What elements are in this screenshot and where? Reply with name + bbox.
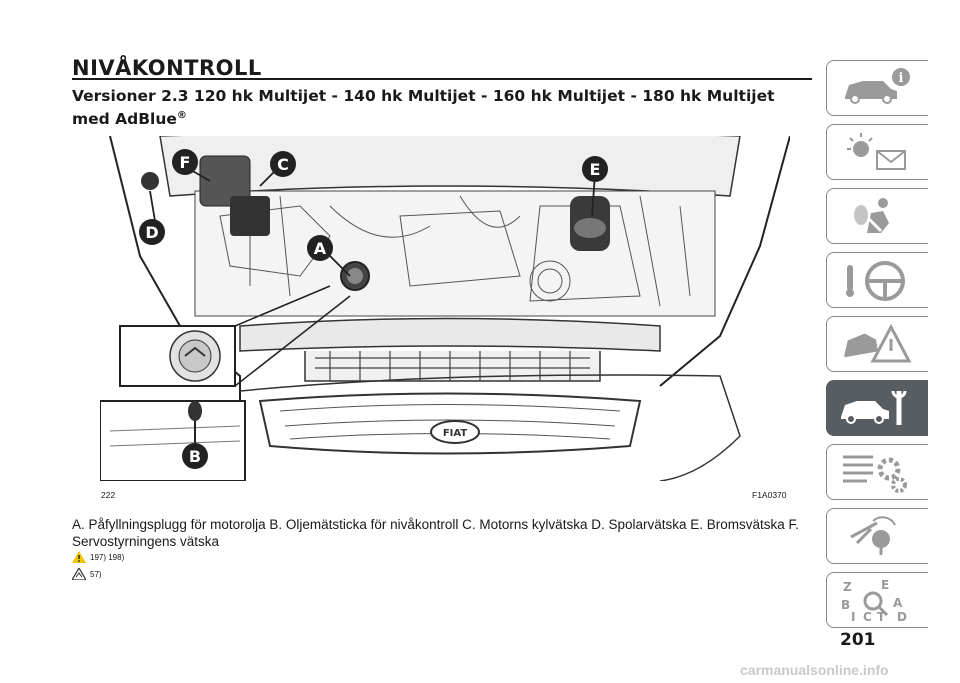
- tab-emergency[interactable]: [826, 316, 928, 372]
- warning-references-text: 197) 198): [90, 552, 125, 562]
- callout-e: E: [582, 156, 608, 182]
- callout-c: C: [270, 151, 296, 177]
- svg-text:i: i: [899, 71, 904, 86]
- svg-text:B: B: [841, 598, 850, 612]
- callout-b: B: [182, 443, 208, 469]
- section-title: NIVÅKONTROLL: [72, 56, 262, 80]
- watermark: carmanualsonline.info: [740, 662, 889, 678]
- emergency-icon: [844, 323, 912, 363]
- callout-d: D: [139, 219, 165, 245]
- section-subtitle: Versioner 2.3 120 hk Multijet - 140 hk M…: [72, 86, 817, 129]
- callout-d-label: D: [145, 223, 158, 242]
- tab-warning-lights[interactable]: [826, 124, 928, 180]
- title-divider: [72, 78, 812, 80]
- warning-references: 197) 198): [72, 550, 124, 564]
- svg-text:I: I: [851, 610, 855, 623]
- caution-references-text: 57): [90, 569, 102, 579]
- svg-text:D: D: [897, 610, 907, 623]
- callout-a-label: A: [314, 239, 327, 258]
- registered-mark: ®: [176, 110, 187, 121]
- car-maintenance-icon: [841, 390, 907, 425]
- callout-a: A: [307, 235, 333, 261]
- svg-text:T: T: [877, 610, 886, 623]
- callout-f: F: [172, 149, 198, 175]
- svg-text:Z: Z: [843, 580, 852, 594]
- caution-triangle-icon: [72, 568, 86, 580]
- svg-text:E: E: [881, 578, 889, 592]
- technical-data-icon: [843, 455, 907, 493]
- caution-references: 57): [72, 567, 102, 581]
- callout-layer: A B C D E F: [139, 149, 608, 469]
- airbag-seatbelt-icon: [854, 198, 889, 233]
- tab-car-info[interactable]: i: [826, 60, 928, 116]
- callout-b-label: B: [189, 447, 201, 466]
- figure-code: F1A0370: [752, 490, 787, 500]
- svg-text:A: A: [893, 596, 903, 610]
- figure-caption: A. Påfyllningsplugg för motorolja B. Olj…: [72, 517, 800, 549]
- page-number: 201: [840, 630, 876, 650]
- tab-multimedia[interactable]: [826, 508, 928, 564]
- subtitle-text: Versioner 2.3 120 hk Multijet - 140 hk M…: [72, 87, 775, 129]
- callout-f-label: F: [180, 153, 191, 172]
- callout-e-label: E: [590, 160, 601, 179]
- tab-maintenance[interactable]: [826, 380, 928, 436]
- figure-number: 222: [101, 490, 116, 500]
- car-info-icon: i: [845, 68, 910, 104]
- steering-wheel-icon: [846, 261, 905, 301]
- warning-lights-icon: [847, 133, 906, 170]
- multimedia-icon: [850, 516, 896, 555]
- warning-triangle-icon: [72, 551, 86, 563]
- tab-technical-data[interactable]: [826, 444, 928, 500]
- engine-bay-figure: FIAT A B C D E F: [100, 136, 790, 481]
- engine-bay-illustration: FIAT: [100, 136, 790, 481]
- tab-airbag-seatbelt[interactable]: [826, 188, 928, 244]
- callout-c-label: C: [277, 155, 289, 174]
- tab-steering[interactable]: [826, 252, 928, 308]
- svg-text:C: C: [863, 610, 872, 623]
- svg-text:FIAT: FIAT: [443, 428, 468, 439]
